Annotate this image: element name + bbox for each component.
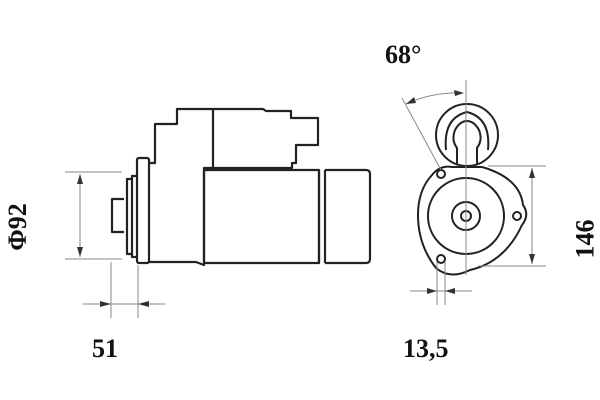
end-cap [325, 168, 372, 265]
side-dimensions [65, 171, 165, 318]
solenoid [213, 107, 320, 170]
flange-outline [416, 165, 528, 276]
height-label: 146 [570, 219, 600, 259]
flange-offset-label: 51 [92, 334, 118, 363]
side-view [110, 107, 372, 267]
mounting-flange [135, 156, 151, 265]
motor-body [202, 168, 321, 265]
front-view [416, 103, 528, 276]
mount-hole-bottom [436, 254, 446, 264]
mount-hole-right [512, 211, 522, 221]
hole-offset-label: 13,5 [403, 334, 449, 363]
angle-label: 68° [385, 40, 422, 69]
terminal-post [452, 119, 482, 165]
diameter-label: Φ92 [2, 203, 32, 251]
flange-step [130, 174, 137, 259]
mount-hole-top [436, 169, 446, 179]
pinion-shaft [110, 197, 124, 234]
drive-housing [149, 107, 215, 267]
front-dimensions [401, 80, 546, 305]
